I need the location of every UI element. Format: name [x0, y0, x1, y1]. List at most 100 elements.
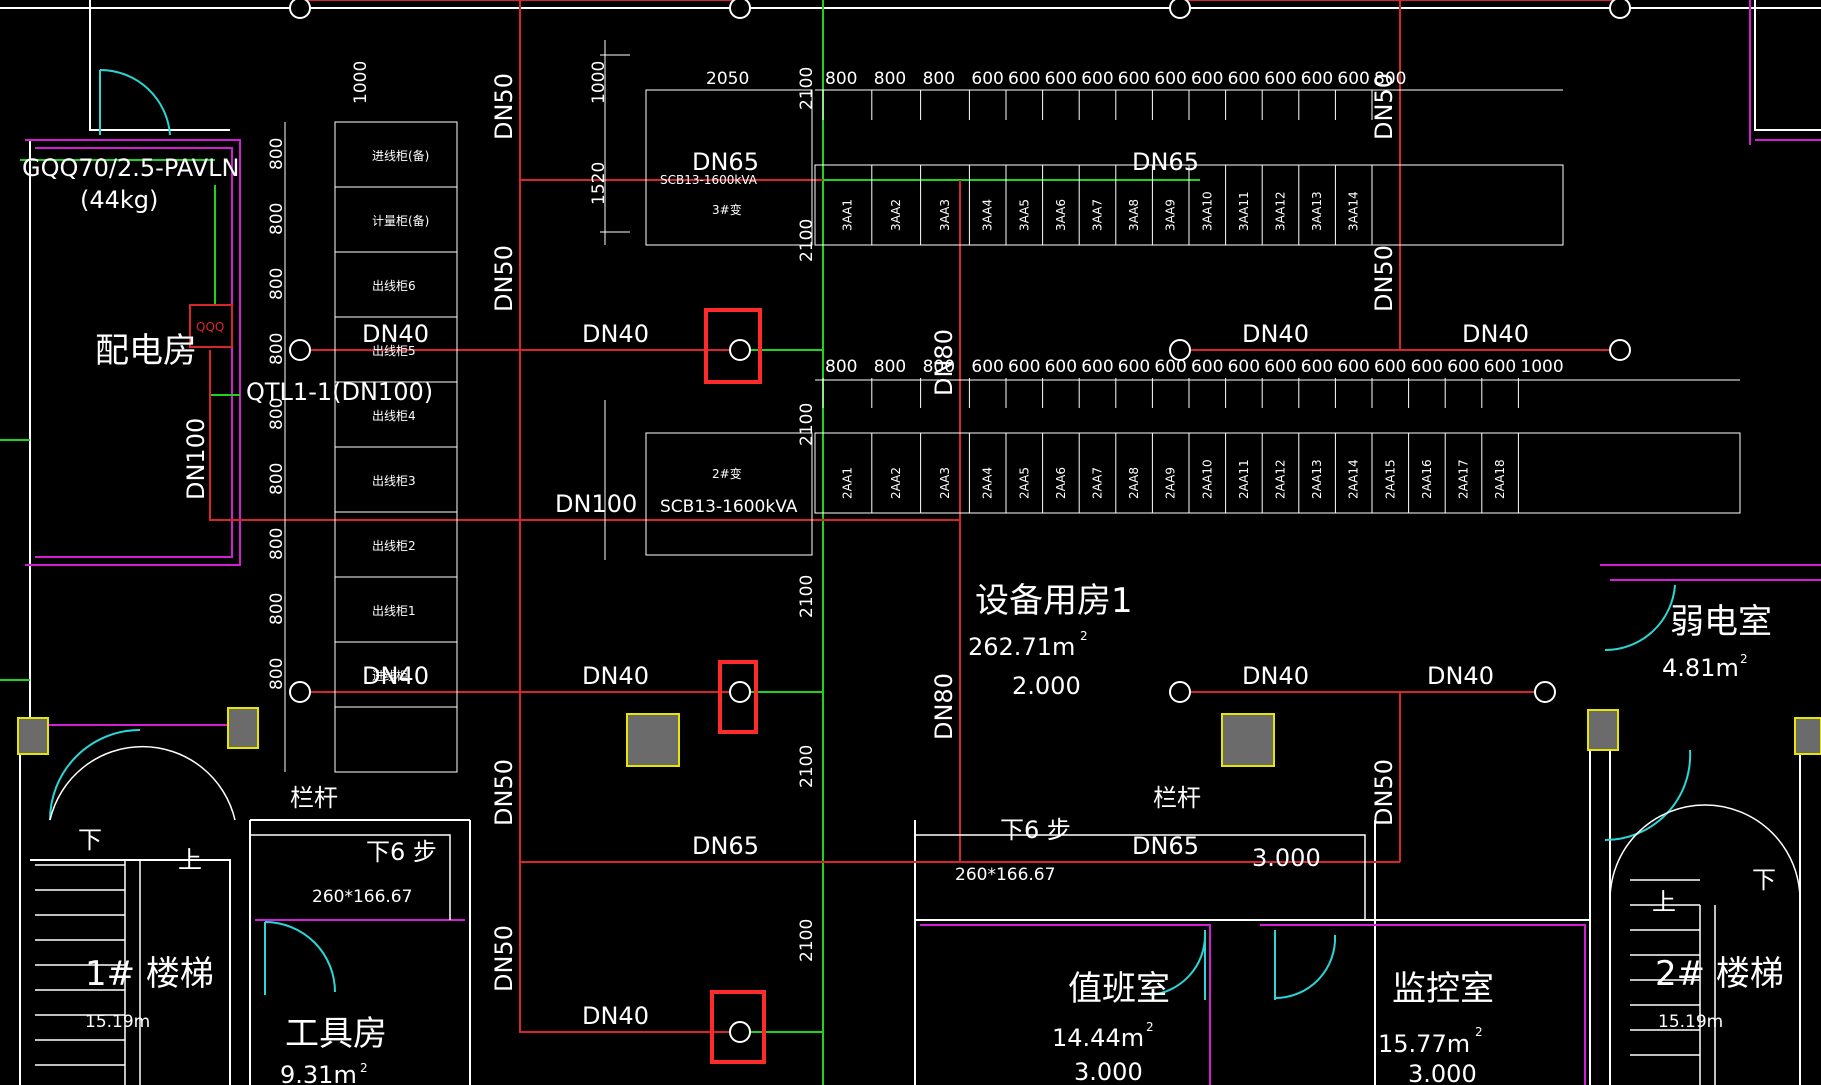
green-lines — [0, 0, 1200, 1085]
sprinkler-head — [729, 681, 751, 703]
area-unit: 2 — [1080, 629, 1088, 643]
stair-direction: 下 — [78, 826, 102, 854]
cabinet-id: 2AA17 — [1457, 459, 1471, 499]
cabinet-id: 2AA6 — [1054, 467, 1068, 499]
cabinet-label: 计量柜(备) — [372, 214, 429, 228]
pipe-label: DN40 — [582, 1002, 649, 1030]
transformer-name: 3#变 — [712, 202, 742, 217]
gas-cabinet — [189, 304, 233, 348]
cabinet-width: 1000 — [1520, 357, 1563, 377]
cabinet-id: 3AA9 — [1164, 199, 1178, 231]
cabinet-width: 600 — [1301, 69, 1333, 89]
cabinet-label: 出线柜6 — [372, 279, 416, 293]
cabinet-id: 2AA4 — [981, 467, 995, 499]
pipe-label: DN80 — [930, 673, 958, 740]
transformer-outlines — [600, 40, 813, 560]
transformer-model: SCB13-1600kVA — [660, 173, 758, 187]
cabinet-width: 800 — [825, 69, 857, 89]
cabinet-id: 2AA14 — [1347, 459, 1361, 499]
pipe-label: DN50 — [1370, 73, 1398, 140]
wall-column — [1587, 709, 1619, 751]
cabinet-id: 3AA10 — [1200, 191, 1214, 231]
cabinet-id: 3AA2 — [889, 199, 903, 231]
room-name: 弱电室 — [1670, 602, 1772, 642]
cabinet-id: 3AA6 — [1054, 199, 1068, 231]
cabinet-id: 3AA8 — [1127, 199, 1141, 231]
highlight-box — [718, 660, 758, 734]
dimension: 1000 — [589, 61, 609, 104]
cabinet-width: 600 — [1374, 357, 1406, 377]
cabinet-width: 600 — [1191, 69, 1223, 89]
stair-area: 15.19m — [1658, 1012, 1723, 1032]
cabinet-id: 3AA1 — [840, 199, 854, 231]
cabinet-label: 出线柜3 — [372, 474, 416, 488]
cabinet-label: 出线柜5 — [372, 344, 416, 358]
cabinet-column — [284, 121, 458, 773]
steps-label: 下6 步 — [366, 838, 437, 866]
cabinet-width: 600 — [1191, 357, 1223, 377]
area-unit: 2 — [1146, 1020, 1154, 1034]
dimension-2100: 2100 — [797, 745, 817, 788]
cabinet-width: 600 — [1154, 357, 1186, 377]
cabinet-width: 600 — [1484, 357, 1516, 377]
pipe-label: DN65 — [692, 148, 759, 176]
sprinkler-head — [1169, 339, 1191, 361]
cabinet-id: 2AA12 — [1274, 459, 1288, 499]
cabinet-width: 600 — [971, 69, 1003, 89]
wall-column — [1794, 717, 1821, 755]
cabinet-width: 600 — [1411, 357, 1443, 377]
cabinet-dimension: 800 — [267, 203, 287, 235]
dimension-2100: 2100 — [797, 575, 817, 618]
room-area: 4.81m — [1662, 654, 1739, 682]
cabinet-label: 出线柜4 — [372, 409, 416, 423]
cabinet-dimension: 800 — [267, 528, 287, 560]
cabinet-id: 3AA13 — [1310, 191, 1324, 231]
gas-unit-model: GQQ70/2.5-PAVLN — [22, 154, 239, 182]
area-unit: 2 — [1475, 1025, 1483, 1039]
room-name: 配电房 — [95, 331, 197, 371]
cabinet-id: 3AA12 — [1274, 191, 1288, 231]
cabinet-width: 600 — [1228, 357, 1260, 377]
elevation-label: 3.000 — [1252, 844, 1321, 872]
cabinet-width: 600 — [1045, 357, 1077, 377]
cabinet-id: 3AA7 — [1091, 199, 1105, 231]
highlight-box — [710, 990, 766, 1064]
room-area: 9.31m — [280, 1061, 357, 1085]
pipe-label: DN100 — [555, 490, 637, 518]
cabinet-width: 600 — [1228, 69, 1260, 89]
cabinet-width: 600 — [1264, 69, 1296, 89]
pipe-label: DN50 — [490, 925, 518, 992]
dimension-2100: 2100 — [797, 67, 817, 110]
sprinkler-head — [729, 339, 751, 361]
pipe-label: DN40 — [1242, 320, 1309, 348]
wall-column — [17, 717, 49, 755]
pipe-label: DN40 — [582, 320, 649, 348]
cabinet-width: 600 — [1301, 357, 1333, 377]
sprinkler-head — [289, 681, 311, 703]
elevation-label: 3.000 — [1408, 1060, 1477, 1085]
elevation-label: 2.000 — [1012, 672, 1081, 700]
stair-direction: 上 — [1652, 888, 1676, 916]
step-size: 260*166.67 — [955, 865, 1055, 885]
gas-unit-weight: (44kg) — [80, 186, 158, 214]
cabinet-dimension: 800 — [267, 333, 287, 365]
sprinkler-head — [1609, 0, 1631, 19]
dimension-2100: 2100 — [797, 219, 817, 262]
cabinet-id: 2AA5 — [1017, 467, 1031, 499]
pipe-label: DN40 — [362, 662, 429, 690]
pipe-label: DN80 — [930, 329, 958, 396]
room-name: 值班室 — [1068, 969, 1170, 1009]
pipe-label: DN40 — [1462, 320, 1529, 348]
pipe-label: DN40 — [582, 662, 649, 690]
stair-lines — [35, 745, 1801, 1085]
cabinet-width: 600 — [1118, 357, 1150, 377]
cabinet-id: 2AA11 — [1237, 459, 1251, 499]
cabinet-width: 600 — [1264, 357, 1296, 377]
cabinet-label: 进线柜(备) — [372, 149, 429, 163]
